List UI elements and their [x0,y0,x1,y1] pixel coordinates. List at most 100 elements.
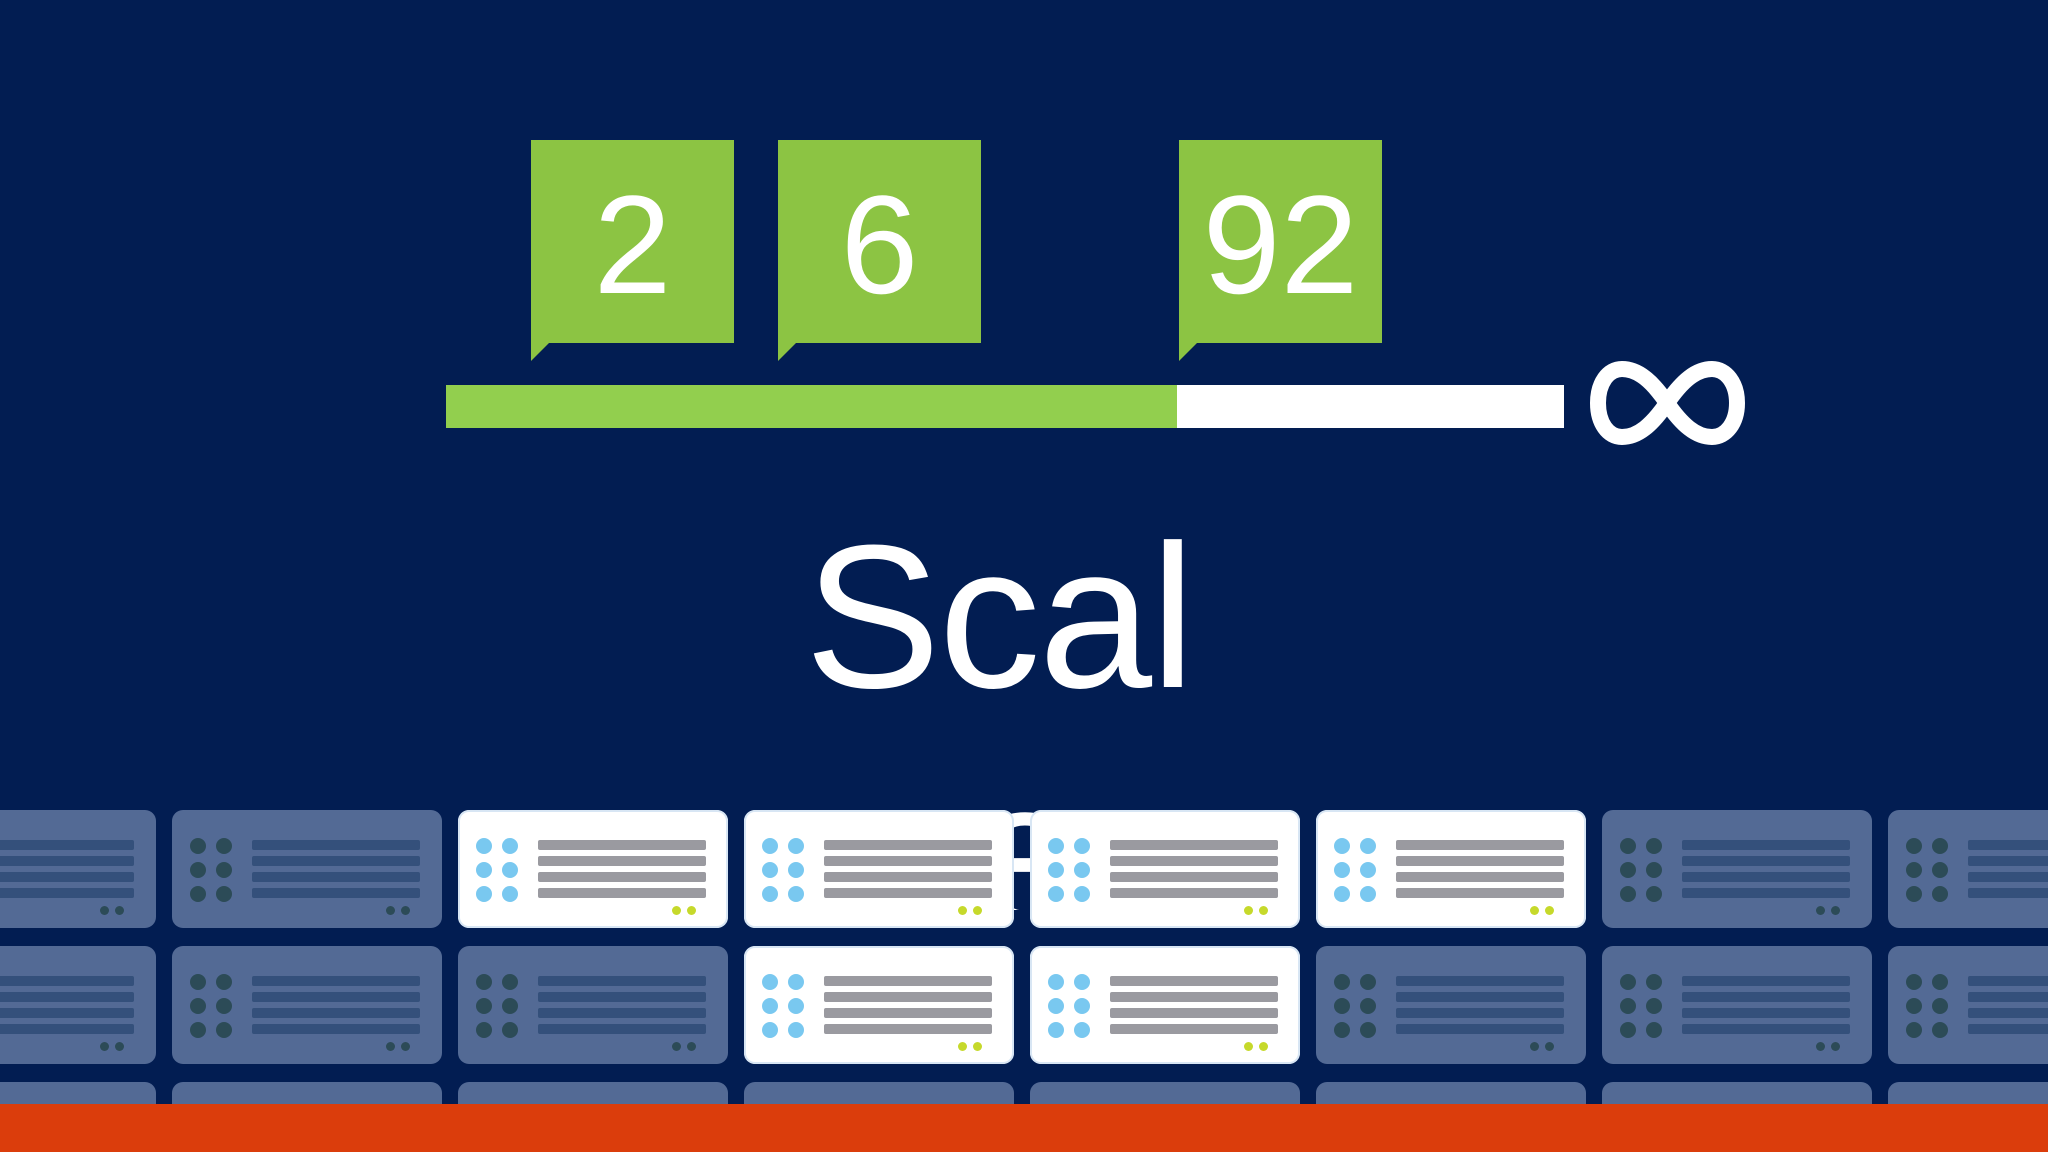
vent-line [1682,1008,1850,1018]
server-icon [1888,1082,2048,1104]
status-led [386,906,395,915]
status-led [1831,1042,1840,1051]
vent-line [1968,1008,2048,1018]
indicator-dot [1334,862,1350,878]
vent-line [252,888,420,898]
indicator-dot [1932,838,1948,854]
vent-line [1682,888,1850,898]
vent-line [1110,992,1278,1002]
vent-line [538,840,706,850]
server-leds [958,1042,984,1052]
indicator-dot [476,862,492,878]
indicator-dot [476,886,492,902]
indicator-dot [1646,998,1662,1014]
indicator-dot [1360,886,1376,902]
server-vents [0,840,134,898]
status-led [1816,1042,1825,1051]
server-vents [538,840,706,898]
status-led [1259,906,1268,915]
server-leds [100,1042,126,1052]
indicator-dot [1932,1022,1948,1038]
indicator-dot [762,974,778,990]
indicator-dot [1048,974,1064,990]
indicator-dot [762,838,778,854]
server-dots [762,974,806,1038]
indicator-dot [1048,838,1064,854]
indicator-dot [1620,1022,1636,1038]
indicator-dot [216,1022,232,1038]
vent-line [1110,856,1278,866]
server-icon [0,810,156,928]
indicator-dot [190,886,206,902]
indicator-dot [788,886,804,902]
indicator-dot [762,998,778,1014]
server-icon [458,946,728,1064]
server-icon [172,810,442,928]
status-led [672,1042,681,1051]
vent-line [1682,840,1850,850]
progress-bar [446,385,1564,428]
status-led [115,906,124,915]
server-leds [672,906,698,916]
status-led [1530,1042,1539,1051]
callout-tail [778,343,796,361]
indicator-dot [1646,862,1662,878]
vent-line [1682,992,1850,1002]
server-dots [476,838,520,902]
status-led [672,906,681,915]
server-vents [0,976,134,1034]
indicator-dot [1906,886,1922,902]
vent-line [1396,872,1564,882]
status-led [687,1042,696,1051]
server-leds [672,1042,698,1052]
status-led [401,906,410,915]
vent-line [0,1024,134,1034]
indicator-dot [1360,998,1376,1014]
indicator-dot [1620,838,1636,854]
vent-line [1396,1008,1564,1018]
vent-line [824,872,992,882]
server-vents [1396,976,1564,1034]
vent-line [1396,992,1564,1002]
status-led [687,906,696,915]
vent-line [538,856,706,866]
indicator-dot [1906,998,1922,1014]
vent-line [824,1008,992,1018]
indicator-dot [1074,862,1090,878]
server-leds [100,906,126,916]
server-icon [744,1082,1014,1104]
server-icon [1888,946,2048,1064]
infinity-icon [1590,361,1745,445]
status-led [100,906,109,915]
vent-line [252,992,420,1002]
indicator-dot [502,838,518,854]
indicator-dot [762,862,778,878]
vent-line [1396,888,1564,898]
vent-line [1110,888,1278,898]
server-icon [1030,946,1300,1064]
vent-line [538,1024,706,1034]
status-led [958,1042,967,1051]
server-icon [172,1082,442,1104]
server-dots [1620,974,1664,1038]
indicator-dot [190,998,206,1014]
vent-line [1968,1024,2048,1034]
milestone-callout-3: 92 [1179,140,1382,361]
server-icon [1888,810,2048,928]
vent-line [538,992,706,1002]
status-led [958,906,967,915]
status-led [115,1042,124,1051]
indicator-dot [1906,838,1922,854]
server-icon [458,1082,728,1104]
vent-line [538,1008,706,1018]
vent-line [1682,872,1850,882]
indicator-dot [1932,862,1948,878]
server-icon [1316,946,1586,1064]
server-icon [1030,1082,1300,1104]
server-vents [1682,976,1850,1034]
vent-line [538,872,706,882]
indicator-dot [788,1022,804,1038]
status-led [1530,906,1539,915]
status-led [1244,1042,1253,1051]
vent-line [824,856,992,866]
